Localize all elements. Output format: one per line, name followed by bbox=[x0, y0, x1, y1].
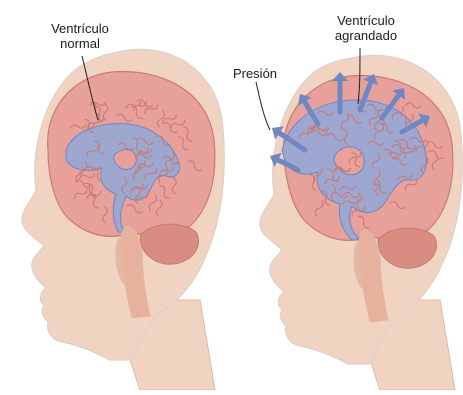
label-normal-line1: Ventrículo bbox=[30, 21, 130, 36]
label-enlarged-ventricle: Ventrículo agrandado bbox=[316, 13, 416, 43]
label-enlarged-line1: Ventrículo bbox=[316, 13, 416, 28]
leader-pressure bbox=[256, 82, 270, 130]
label-enlarged-line2: agrandado bbox=[316, 28, 416, 43]
label-normal-ventricle: Ventrículo normal bbox=[30, 21, 130, 51]
normal-head bbox=[22, 49, 224, 390]
label-normal-line2: normal bbox=[30, 36, 130, 51]
label-pressure: Presión bbox=[222, 66, 288, 81]
